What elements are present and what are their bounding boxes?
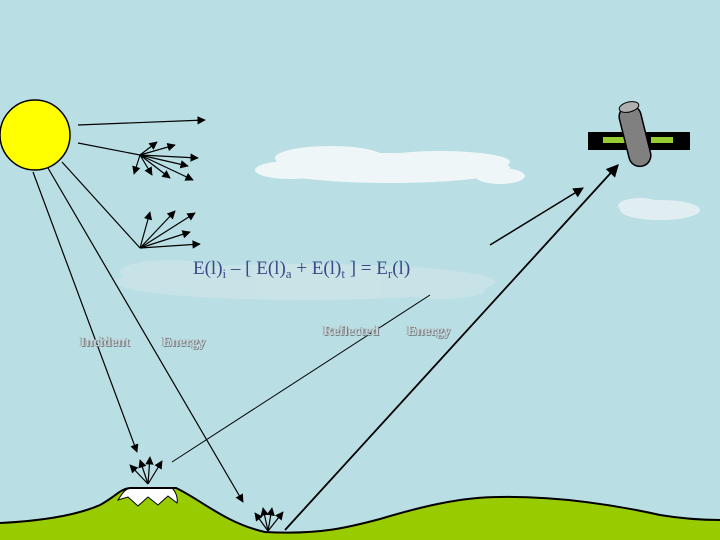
incident-label: Incident	[80, 335, 130, 350]
eq-sub-reflected: r	[387, 266, 393, 281]
eq-term-reflected: ] = E	[344, 258, 388, 279]
eq-term-incident: E(l)	[193, 258, 223, 279]
incident-ray-right	[47, 167, 244, 503]
eq-term-absorbed: – [ E(l)	[226, 258, 286, 279]
eq-sub-transmitted: t	[341, 266, 345, 281]
cloud-scatter-burst	[61, 161, 201, 249]
cloud-small-icon	[618, 198, 700, 220]
ground-reflection-burst	[254, 507, 284, 532]
reflected-label: Reflected	[323, 324, 379, 339]
atmospheric-scatter-burst	[77, 141, 199, 181]
reflected-thin-line	[171, 294, 431, 463]
cloud-icon	[255, 146, 525, 184]
incident-energy-label: Energy	[162, 335, 206, 350]
reflected-ray-ground	[284, 164, 619, 531]
reflected-ray-upper	[489, 187, 584, 246]
mountain-reflection-burst	[129, 456, 163, 485]
incident-ray-left	[32, 171, 139, 453]
mountain-icon	[0, 487, 720, 540]
eq-sub-absorbed: a	[285, 266, 292, 281]
reflected-energy-label: Energy	[407, 324, 451, 339]
eq-term-transmitted: + E(l)	[291, 258, 342, 279]
direct-arrow	[77, 116, 206, 126]
energy-balance-equation: E(l)i – [ E(l)a + E(l)t ] = Er(l)	[193, 258, 410, 282]
eq-term-close: (l)	[392, 258, 411, 279]
haze-band	[115, 260, 495, 300]
satellite-icon	[588, 101, 690, 168]
eq-sub-incident: i	[222, 266, 227, 281]
sun-icon	[0, 99, 71, 171]
